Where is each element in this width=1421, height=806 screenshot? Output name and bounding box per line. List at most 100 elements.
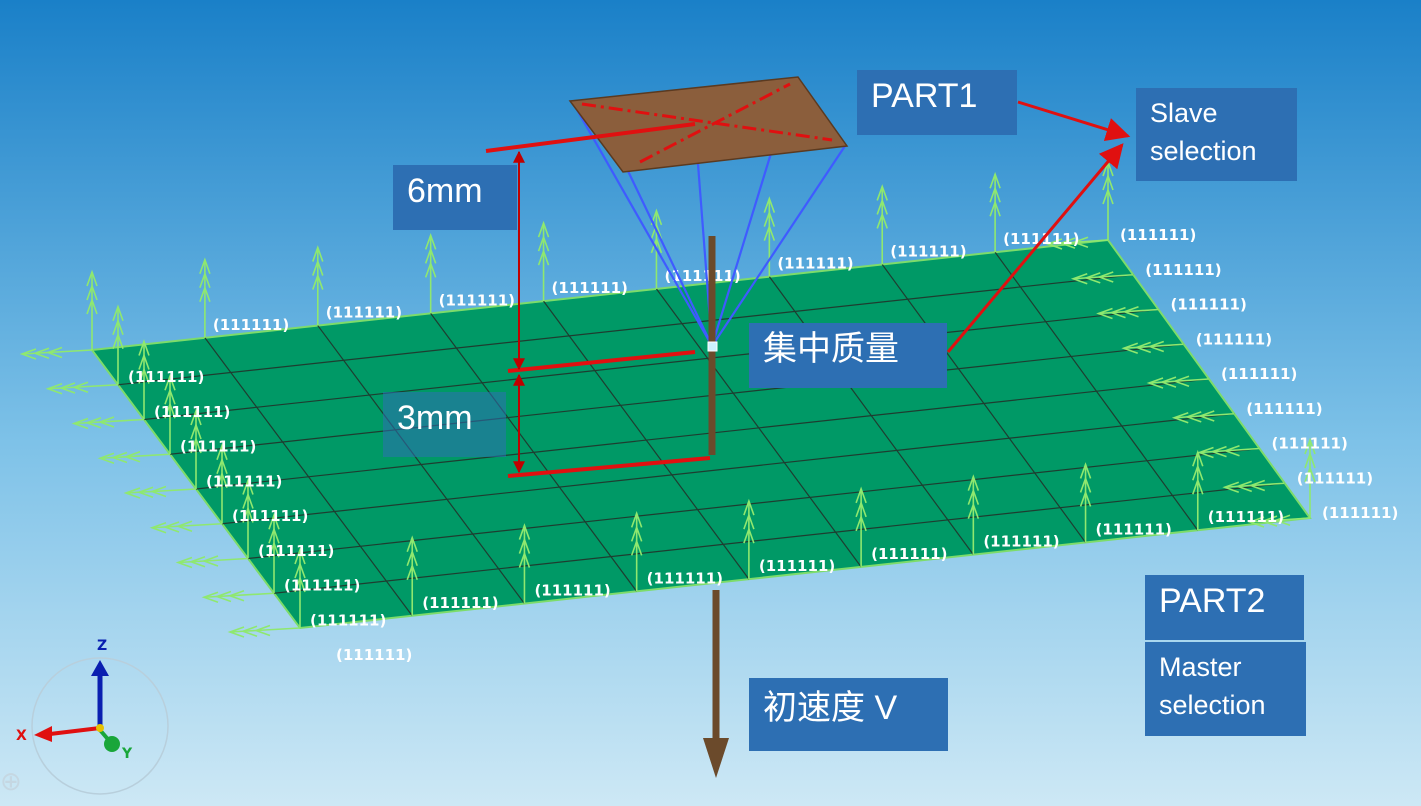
constraint-label: (111111) xyxy=(128,368,204,386)
constraint-z-arrow xyxy=(86,269,98,350)
constraint-x-arrow xyxy=(1197,445,1260,459)
constraint-x-arrow xyxy=(227,624,301,638)
part1-diagonals xyxy=(581,82,833,164)
constraint-label: (111111) xyxy=(647,569,723,587)
constraint-x-arrow xyxy=(1045,236,1109,250)
constraint-label: (111111) xyxy=(326,304,402,322)
constraint-z-arrow xyxy=(630,510,643,592)
svg-text:⊕: ⊕ xyxy=(0,767,22,797)
constraint-z-arrow xyxy=(424,232,437,314)
constraint-z-arrow xyxy=(242,478,254,559)
mesh-line xyxy=(221,413,1235,525)
constraint-z-arrow xyxy=(743,498,755,580)
constraint-labels: (111111) (111111) (111111) (111111) (111111)… xyxy=(128,226,1398,664)
constraint-label: (111111) xyxy=(759,557,835,575)
part1-callout: PART1 xyxy=(857,70,1017,135)
constraint-x-arrow xyxy=(123,485,197,499)
constraint-label: (111111) xyxy=(1171,296,1247,314)
constraint-z-arrow xyxy=(406,535,418,616)
lumped-mass-node[interactable] xyxy=(707,341,718,352)
constraint-z-arrow xyxy=(1304,437,1316,518)
constraint-x-arrow xyxy=(1146,375,1210,389)
constraint-label: (111111) xyxy=(232,507,308,525)
mesh-line xyxy=(273,482,1285,594)
constraint-x-arrow xyxy=(1121,340,1184,355)
constraint-label: (111111) xyxy=(258,542,334,560)
constraint-label: (111111) xyxy=(439,291,515,309)
constraint-z-arrow xyxy=(190,408,202,489)
master-selection-callout: Master selection xyxy=(1145,642,1306,736)
part1-plate[interactable] xyxy=(568,76,849,173)
constraint-x-arrow xyxy=(149,520,223,534)
boundary-constraints xyxy=(19,159,1316,638)
dimension-3mm-label: 3mm xyxy=(383,392,506,457)
constraint-label: (111111) xyxy=(180,438,256,456)
dimension-lines xyxy=(485,122,711,478)
constraint-label: (111111) xyxy=(1208,508,1284,526)
constraint-label: (111111) xyxy=(871,545,947,563)
constraint-label: (111111) xyxy=(1297,469,1373,487)
constraint-z-arrow xyxy=(199,257,211,338)
constraint-x-arrow xyxy=(201,590,275,604)
velocity-arrow-head xyxy=(703,738,729,778)
dimension-6mm-label: 6mm xyxy=(393,165,517,230)
constraint-z-arrow xyxy=(855,486,867,567)
constraint-x-arrow xyxy=(45,381,119,395)
constraint-z-arrow xyxy=(312,245,324,326)
constraint-z-arrow xyxy=(1079,462,1092,543)
constraint-z-arrow xyxy=(518,523,531,604)
constraint-z-arrow xyxy=(989,171,1001,253)
constraint-z-arrow xyxy=(294,547,306,628)
constraint-label: (111111) xyxy=(552,279,628,297)
constraint-x-arrow xyxy=(1070,271,1134,285)
constraint-x-arrow xyxy=(1222,479,1285,494)
constraint-label: (111111) xyxy=(310,611,386,629)
constraint-label: (111111) xyxy=(1096,520,1172,538)
constraint-z-arrow xyxy=(967,474,980,555)
lumped-mass-callout: 集中质量 xyxy=(749,323,947,388)
constraint-label: (111111) xyxy=(1221,365,1297,383)
constraint-label: (111111) xyxy=(1322,504,1398,522)
constraint-z-arrow xyxy=(1192,449,1204,531)
axis-x-label: X xyxy=(16,728,27,744)
constraint-label: (111111) xyxy=(206,472,282,490)
constraint-x-arrow xyxy=(175,555,249,569)
constraint-z-arrow xyxy=(112,304,124,385)
constraint-label: (111111) xyxy=(1196,330,1272,348)
constraint-z-arrow xyxy=(268,512,280,594)
constraint-z-arrow xyxy=(537,220,550,302)
constraint-label: (111111) xyxy=(154,403,230,421)
axis-z-label: Z xyxy=(97,638,107,654)
mesh-line xyxy=(195,378,1210,490)
constraint-x-arrow xyxy=(19,346,93,360)
axis-y-label: Y xyxy=(121,746,133,762)
constraint-label: (111111) xyxy=(213,316,289,334)
constraint-label: (111111) xyxy=(983,533,1059,551)
callout-pointers xyxy=(946,100,1131,353)
constraint-x-arrow xyxy=(97,451,171,465)
axis-triad: Z X Y ⊕ xyxy=(0,638,169,797)
constraint-label: (111111) xyxy=(664,267,740,285)
constraint-label: (111111) xyxy=(422,594,498,612)
constraint-label: (111111) xyxy=(890,242,966,260)
constraint-x-arrow xyxy=(1171,410,1235,424)
mesh-line xyxy=(117,274,1134,386)
constraint-z-arrow xyxy=(763,196,776,277)
constraint-label: (111111) xyxy=(1145,261,1221,279)
constraint-x-arrow xyxy=(1247,514,1311,528)
constraint-label: (111111) xyxy=(1120,226,1196,244)
plate-mesh-grid xyxy=(117,251,1285,617)
constraint-label: (111111) xyxy=(777,255,853,273)
mesh-line xyxy=(247,447,1260,560)
mesh-line xyxy=(169,343,1184,455)
mesh-line xyxy=(143,308,1159,421)
constraint-label: (111111) xyxy=(1246,400,1322,418)
constraint-z-arrow xyxy=(1102,159,1114,240)
constraint-x-arrow xyxy=(71,416,145,430)
constraint-z-arrow xyxy=(876,184,888,265)
constraint-label: (111111) xyxy=(336,646,412,664)
constraint-label: (111111) xyxy=(284,577,360,595)
constraint-x-arrow xyxy=(1096,306,1159,320)
initial-velocity-callout: 初速度 V xyxy=(749,678,948,751)
constraint-label: (111111) xyxy=(1272,435,1348,453)
